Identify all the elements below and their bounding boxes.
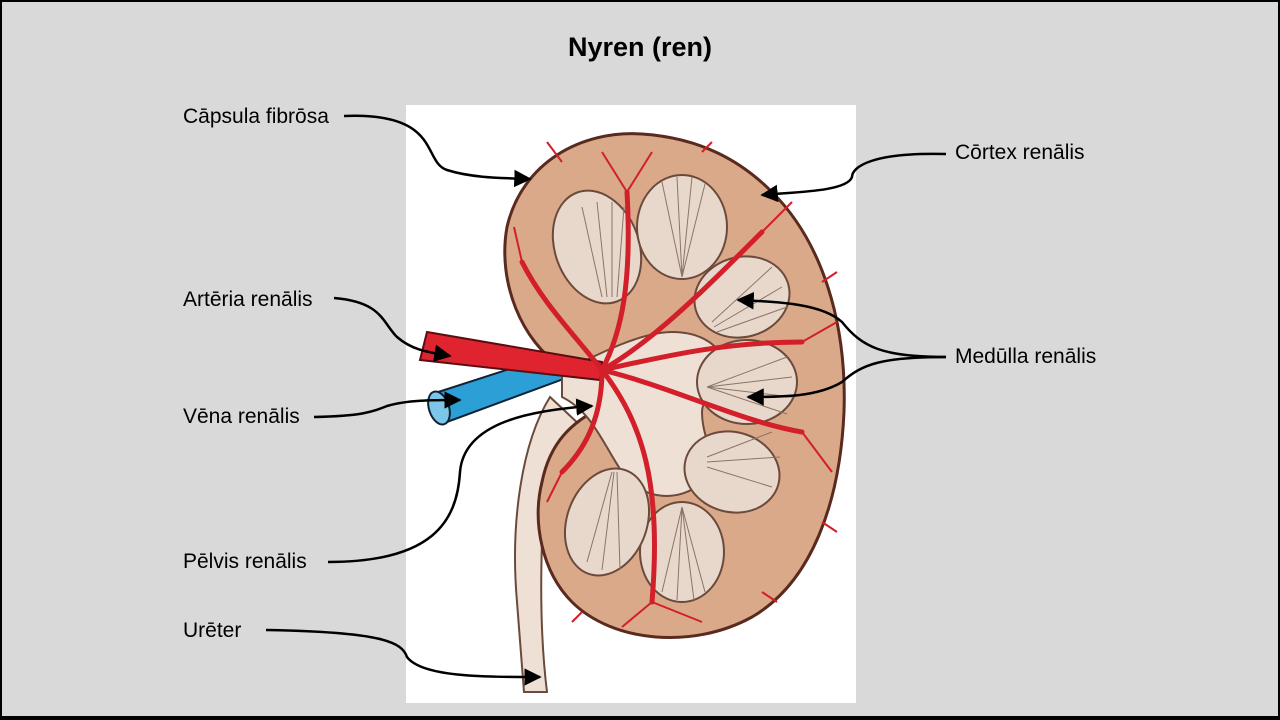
renal-artery — [418, 141, 838, 628]
leader-vena — [313, 391, 462, 419]
label-cortex-renalis: Cōrtex renālis — [955, 141, 1085, 164]
pyramid-striations — [581, 176, 793, 601]
leader-medulla-upper — [736, 291, 947, 359]
leader-arteria — [333, 296, 452, 362]
slide-title: Nyren (ren) — [567, 32, 713, 62]
label-pelvis-renalis: Pēlvis renālis — [183, 550, 307, 573]
leader-cortex — [760, 152, 947, 203]
leader-pelvis — [327, 398, 594, 564]
leader-medulla-lower — [746, 355, 947, 406]
label-capsula-fibrosa: Cāpsula fibrōsa — [183, 105, 329, 128]
leader-capsula — [343, 114, 532, 188]
medullary-pyramids — [551, 174, 798, 603]
label-medulla-renalis: Medūlla renālis — [955, 345, 1097, 368]
leader-lines — [265, 114, 947, 686]
label-arteria-renalis: Artēria renālis — [183, 288, 313, 311]
label-ureter: Urēter — [183, 619, 242, 642]
label-vena-renalis: Vēna renālis — [183, 405, 300, 428]
leader-ureter — [265, 628, 542, 686]
